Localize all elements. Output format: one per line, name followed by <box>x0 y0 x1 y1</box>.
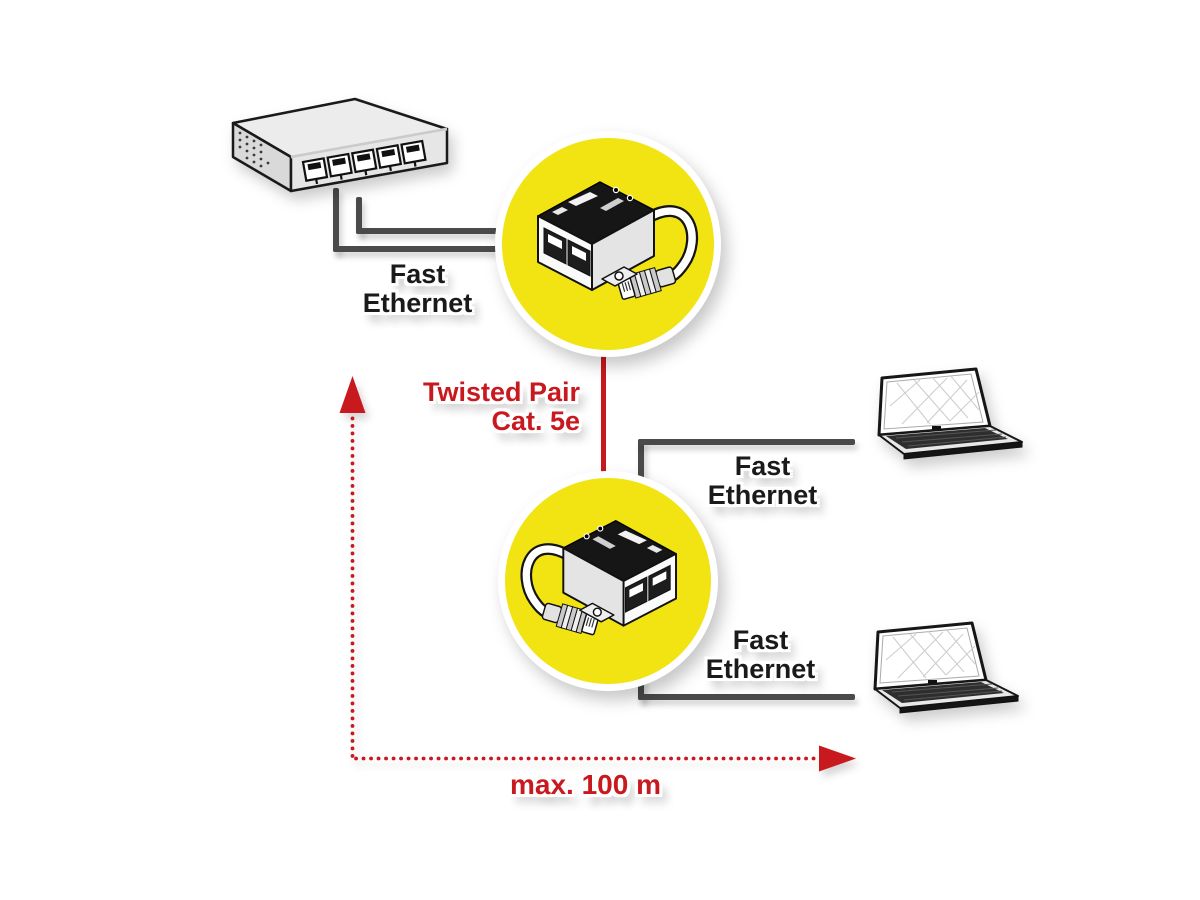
label-line: Fast <box>734 451 791 481</box>
label-line: Twisted Pair <box>422 377 580 407</box>
splitter-highlight-circle-bottom <box>505 478 711 684</box>
fast-ethernet-label-laptop-bottom: Fast Ethernet <box>658 625 863 685</box>
cable-laptop-bottom-horizontal <box>638 694 855 700</box>
cable-switch-port2-horizontal <box>356 228 497 234</box>
cable-switch-port2-vertical <box>356 197 362 234</box>
label-line: Fast <box>389 259 446 289</box>
label-line: Ethernet <box>707 480 818 511</box>
cable-switch-port1-vertical <box>333 188 339 252</box>
splitter-highlight-circle-top <box>502 138 714 350</box>
twisted-pair-label: Twisted Pair Cat. 5e <box>370 377 580 437</box>
cable-laptop-top-horizontal <box>638 439 855 445</box>
fast-ethernet-label-laptop-top: Fast Ethernet <box>660 451 865 511</box>
laptop-icon <box>877 367 1023 460</box>
fast-ethernet-label-switch: Fast Ethernet <box>315 259 520 319</box>
rj45-splitter-adapter-icon <box>520 520 677 636</box>
max-distance-label: max. 100 m <box>510 769 661 800</box>
ethernet-switch-icon <box>231 97 449 193</box>
label-line: Ethernet <box>705 654 816 685</box>
laptop-icon <box>873 621 1019 714</box>
label-line: Ethernet <box>362 288 473 319</box>
label-line: Fast <box>732 625 789 655</box>
label-line: Cat. 5e <box>491 406 580 437</box>
rj45-splitter-adapter-icon <box>537 181 698 300</box>
cable-switch-port1-horizontal <box>333 246 497 252</box>
twisted-pair-cable-line <box>601 330 606 490</box>
